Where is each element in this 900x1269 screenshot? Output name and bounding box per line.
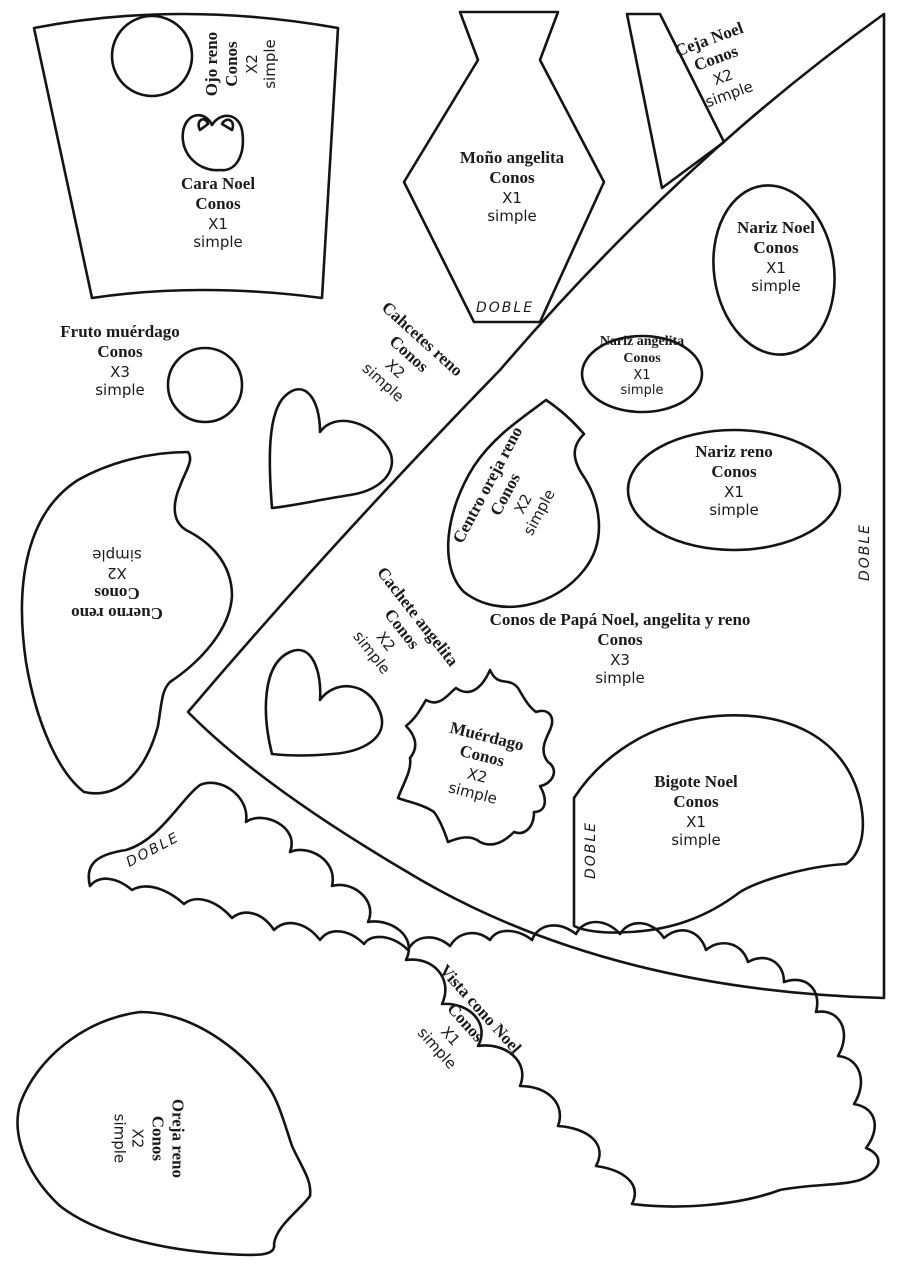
oreja-reno-type: simple [110, 1113, 129, 1164]
bigote-noel-outline [572, 714, 865, 934]
cuerno-reno-label: Cuerno reno Conos X2 simple [52, 546, 182, 623]
mono-angelita-fold: DOBLE [476, 300, 535, 316]
bigote-noel-subtitle: Conos [673, 792, 719, 812]
conos-type: simple [595, 668, 645, 687]
fruto-muerdago-type: simple [95, 380, 145, 399]
nariz-reno-label: Nariz reno Conos X1 simple [674, 442, 794, 519]
nariz-noel-qty: X1 [766, 258, 786, 277]
conos-fold: DOBLE [857, 522, 874, 582]
conos-label: Conos de Papá Noel, angelita y reno Cono… [450, 610, 790, 687]
cuerno-reno-title: Cuerno reno [71, 603, 163, 623]
mono-angelita-qty: X1 [502, 188, 522, 207]
bigote-noel-qty: X1 [686, 812, 706, 831]
oreja-reno-qty: X2 [128, 1128, 147, 1149]
nariz-noel-subtitle: Conos [753, 238, 799, 258]
fruto-muerdago-subtitle: Conos [97, 342, 143, 362]
centro-oreja-outline [446, 398, 601, 609]
cachete-angelita-outline [264, 648, 384, 757]
cara-noel-eyes-outline [181, 114, 245, 172]
cara-noel-title: Cara Noel [180, 174, 256, 193]
nariz-noel-title: Nariz Noel [737, 218, 815, 237]
fruto-muerdago-title: Fruto muérdago [60, 322, 180, 341]
mono-angelita-type: simple [487, 206, 537, 225]
cuerno-reno-outline [20, 450, 234, 795]
cono-outline [186, 12, 886, 1000]
mono-angelita-outline [402, 10, 606, 324]
bigote-noel-label: Bigote Noel Conos X1 simple [636, 772, 756, 849]
nariz-reno-outline [626, 428, 842, 552]
nariz-reno-type: simple [709, 500, 759, 519]
nariz-reno-subtitle: Conos [711, 462, 757, 482]
cuerno-reno-type: simple [92, 546, 142, 564]
mono-angelita-title: Moño angelita [459, 148, 565, 167]
conos-title: Conos de Papá Noel, angelita y reno [489, 610, 751, 629]
nariz-noel-outline [712, 184, 836, 356]
muerdago-outline [396, 668, 556, 846]
nariz-noel-label: Nariz Noel Conos X1 simple [716, 218, 836, 295]
conos-subtitle: Conos [597, 630, 643, 650]
nariz-angelita-type: simple [620, 383, 664, 399]
ojo-reno-outline [110, 14, 194, 98]
nariz-angelita-qty: X1 [633, 367, 651, 383]
nariz-angelita-outline [580, 334, 704, 414]
nariz-reno-qty: X1 [724, 482, 744, 501]
fruto-muerdago-outline [166, 346, 244, 424]
fruto-muerdago-qty: X3 [110, 362, 130, 381]
mono-angelita-label: Moño angelita Conos X1 simple [432, 148, 592, 225]
ojo-reno-label: Ojo reno Conos X2 simple [202, 4, 279, 124]
fruto-muerdago-label: Fruto muérdago Conos X3 simple [50, 322, 190, 399]
nariz-angelita-label: Nariz angelita Conos X1 simple [592, 334, 692, 399]
cara-noel-outline [32, 12, 340, 300]
nariz-noel-type: simple [751, 276, 801, 295]
oreja-reno-label: Oreja reno Conos X2 simple [111, 1083, 188, 1193]
bigote-noel-fold: DOBLE [583, 820, 600, 880]
nariz-angelita-subtitle: Conos [623, 350, 661, 366]
cachetes-reno-outline [268, 388, 394, 510]
cuerno-reno-subtitle: Conos [94, 583, 140, 603]
ojo-reno-type: simple [260, 39, 279, 89]
ojo-reno-title: Ojo reno [202, 31, 221, 97]
bigote-noel-title: Bigote Noel [654, 772, 738, 791]
cuerno-reno-qty: X2 [107, 564, 127, 582]
ojo-reno-qty: X2 [242, 54, 261, 74]
conos-qty: X3 [610, 650, 630, 669]
vista-cono-outline [87, 781, 880, 1208]
nariz-reno-title: Nariz reno [695, 442, 773, 461]
oreja-reno-title: Oreja reno [168, 1098, 188, 1178]
cara-noel-type: simple [193, 232, 243, 251]
oreja-reno-subtitle: Conos [148, 1115, 167, 1162]
cara-noel-qty: X1 [208, 214, 228, 233]
ojo-reno-subtitle: Conos [222, 41, 242, 87]
nariz-angelita-title: Nariz angelita [599, 334, 685, 349]
oreja-reno-outline [16, 1010, 312, 1257]
bigote-noel-type: simple [671, 830, 721, 849]
cara-noel-label: Cara Noel Conos X1 simple [140, 174, 296, 251]
cara-noel-subtitle: Conos [195, 194, 241, 214]
mono-angelita-subtitle: Conos [489, 168, 535, 188]
